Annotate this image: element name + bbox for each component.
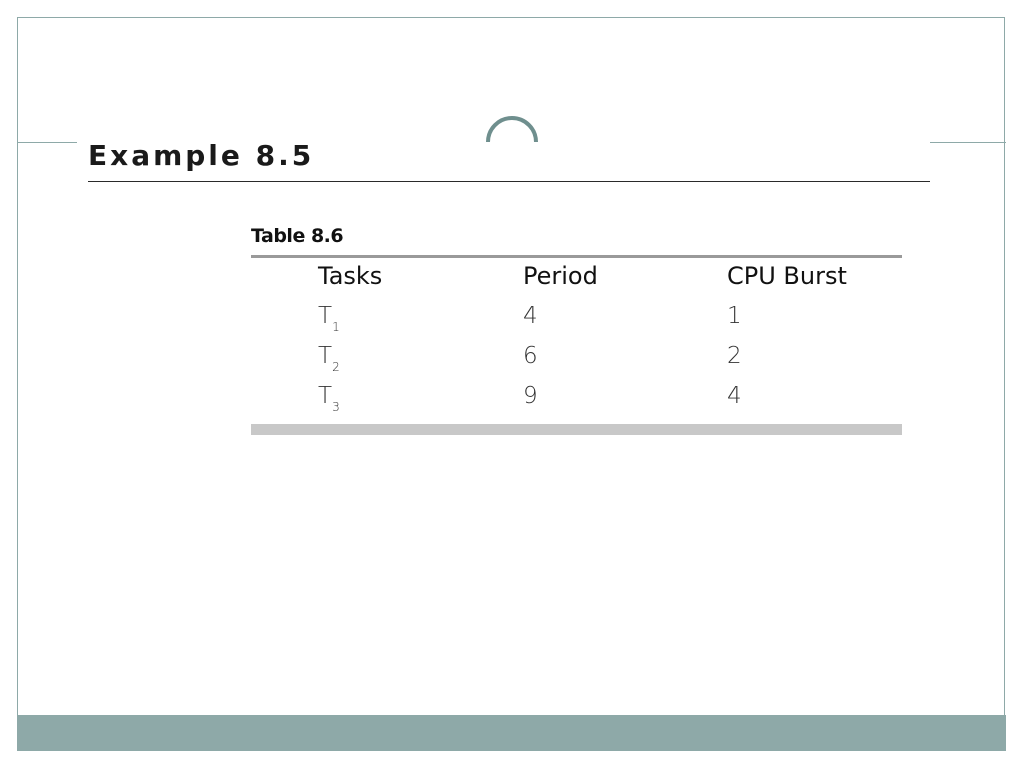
task-letter: T (318, 303, 333, 329)
table-caption: Table 8.6 (251, 225, 344, 247)
table-header-period: Period (523, 262, 598, 290)
decorative-arc-icon (486, 116, 538, 142)
table-cell-period: 4 (523, 303, 538, 329)
table-cell-burst: 2 (727, 343, 742, 369)
table-cell-task: T2 (318, 343, 340, 374)
task-subscript: 3 (332, 400, 340, 414)
task-letter: T (318, 383, 333, 409)
table-cell-period: 6 (523, 343, 538, 369)
footer-bar (17, 715, 1006, 751)
title-underline (88, 181, 930, 182)
slide-title: Example 8.5 (88, 139, 315, 172)
table-cell-burst: 1 (727, 303, 742, 329)
table-cell-task: T1 (318, 303, 340, 334)
table-header-cpu-burst: CPU Burst (727, 262, 847, 290)
task-letter: T (318, 343, 333, 369)
table-top-rule (251, 255, 902, 258)
task-subscript: 1 (332, 320, 340, 334)
table-cell-burst: 4 (727, 383, 742, 409)
table-header-tasks: Tasks (318, 262, 383, 290)
decorative-line-right (930, 142, 1006, 143)
table-bottom-rule (251, 424, 902, 435)
decorative-line-left (17, 142, 77, 143)
table-cell-period: 9 (523, 383, 538, 409)
table-cell-task: T3 (318, 383, 340, 414)
task-subscript: 2 (332, 360, 340, 374)
